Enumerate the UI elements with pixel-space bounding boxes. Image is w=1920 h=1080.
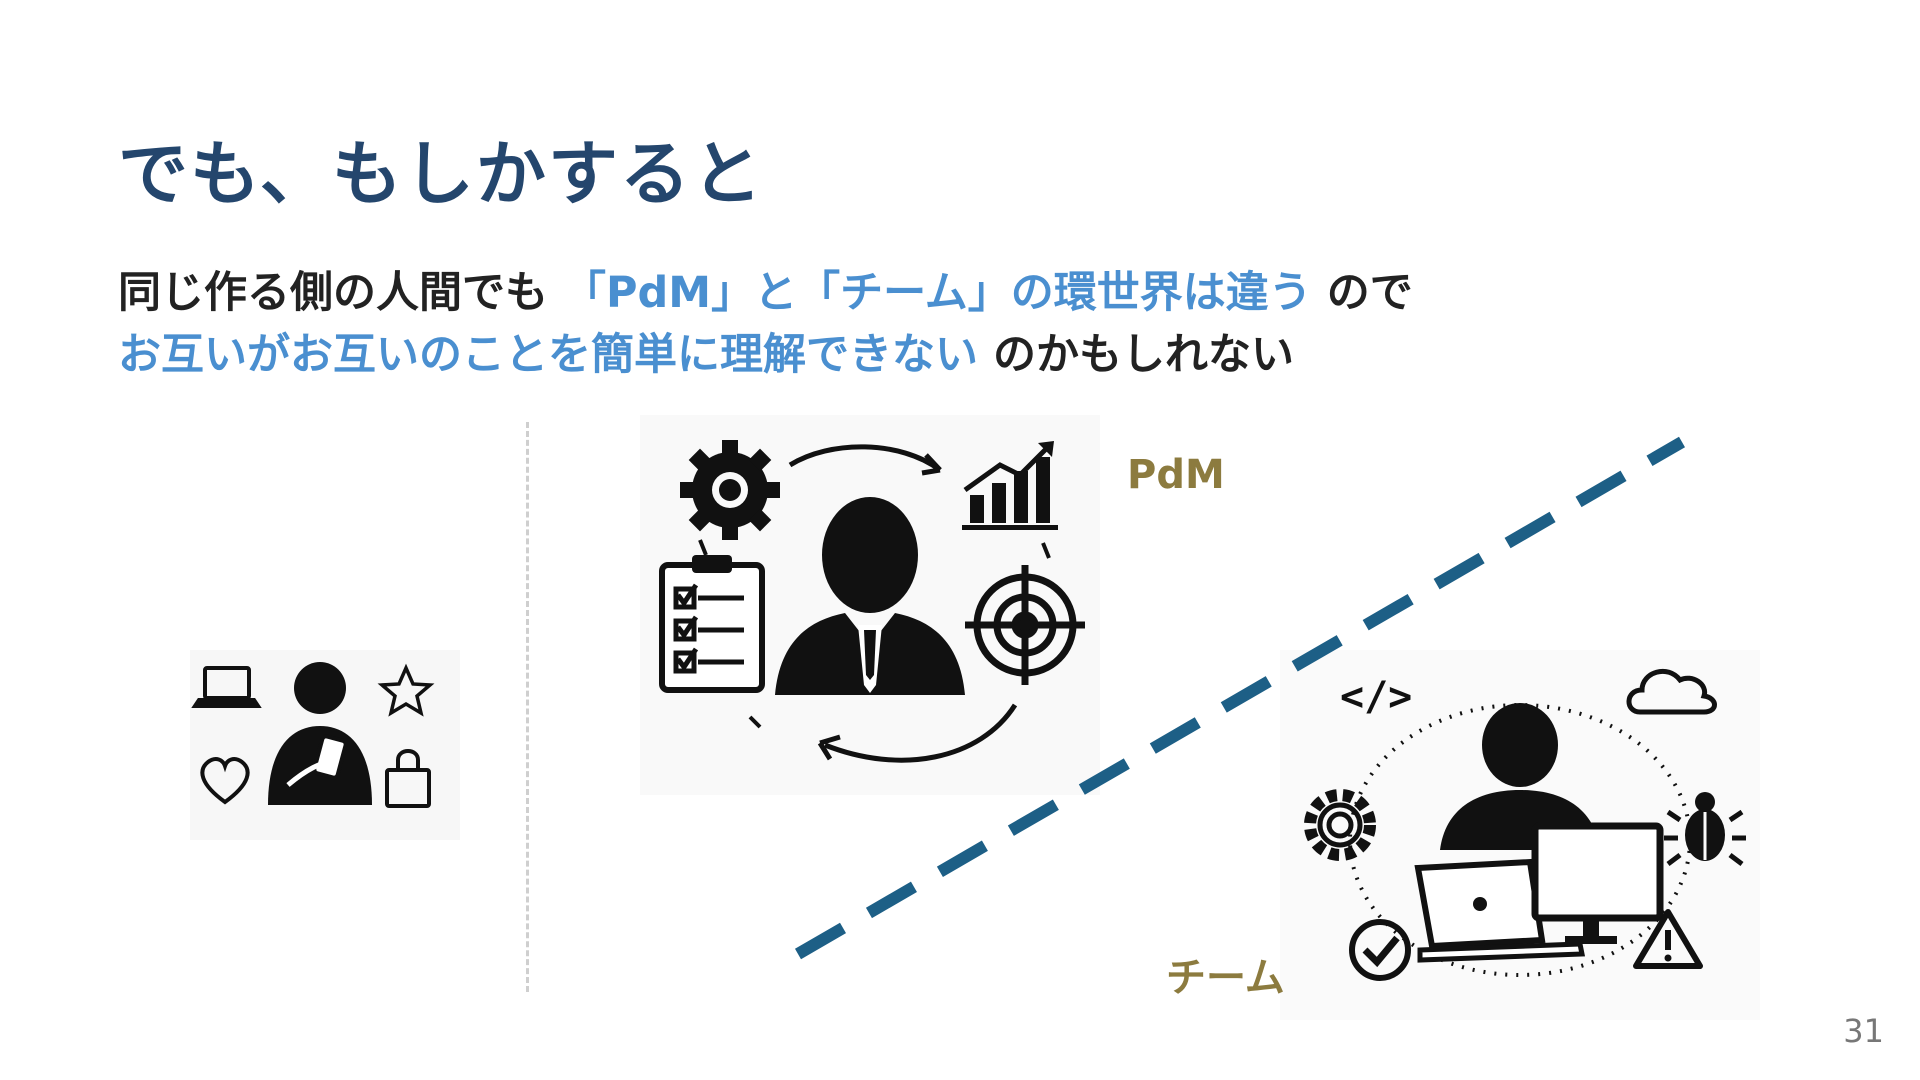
gear-icon [680, 440, 780, 540]
cloud-icon [1626, 668, 1717, 715]
user-illustration [190, 650, 460, 840]
gear-icon [1304, 789, 1376, 861]
growth-chart-icon [962, 441, 1058, 530]
svg-text:</>: </> [1340, 674, 1412, 720]
checklist-icon [659, 555, 765, 693]
lead-line-2: お互いがお互いのことを簡単に理解できない のかもしれない [118, 324, 1413, 386]
diagonal-boundary-line [780, 420, 1700, 960]
star-icon [377, 663, 435, 717]
lead-line-2-part-2: のかもしれない [978, 330, 1294, 380]
lead-line-1-part-1: 同じ作る側の人間でも [118, 268, 563, 318]
lead-line-1: 同じ作る側の人間でも 「PdM」と「チーム」の環世界は違う ので [118, 262, 1413, 324]
slide-title: でも、もしかすると [118, 133, 764, 215]
shopping-bag-icon [385, 749, 431, 808]
pdm-illustration [640, 415, 1100, 795]
businessman-icon [775, 497, 965, 695]
heart-icon [200, 757, 250, 805]
lead-text: 同じ作る側の人間でも 「PdM」と「チーム」の環世界は違う ので お互いがお互い… [118, 262, 1413, 386]
lead-line-1-highlight: 「PdM」と「チーム」の環世界は違う [562, 268, 1312, 318]
vertical-divider [526, 422, 529, 992]
code-icon: </> [1340, 674, 1412, 720]
team-illustration: </> [1280, 650, 1760, 1020]
page-number: 31 [1843, 1012, 1884, 1050]
check-icon [1349, 919, 1411, 981]
lead-line-2-highlight: お互いがお互いのことを簡単に理解できない [118, 330, 978, 380]
target-icon [965, 565, 1085, 685]
laptop-icon [191, 666, 262, 708]
team-label: チーム [1166, 955, 1285, 1001]
person-with-phone-icon [268, 662, 372, 805]
laptop-icon [1414, 858, 1586, 963]
pdm-label: PdM [1127, 452, 1225, 498]
lead-line-1-part-3: ので [1311, 268, 1413, 318]
monitor-icon [1531, 822, 1664, 944]
bug-icon [1664, 792, 1746, 866]
warning-icon [1633, 909, 1703, 969]
